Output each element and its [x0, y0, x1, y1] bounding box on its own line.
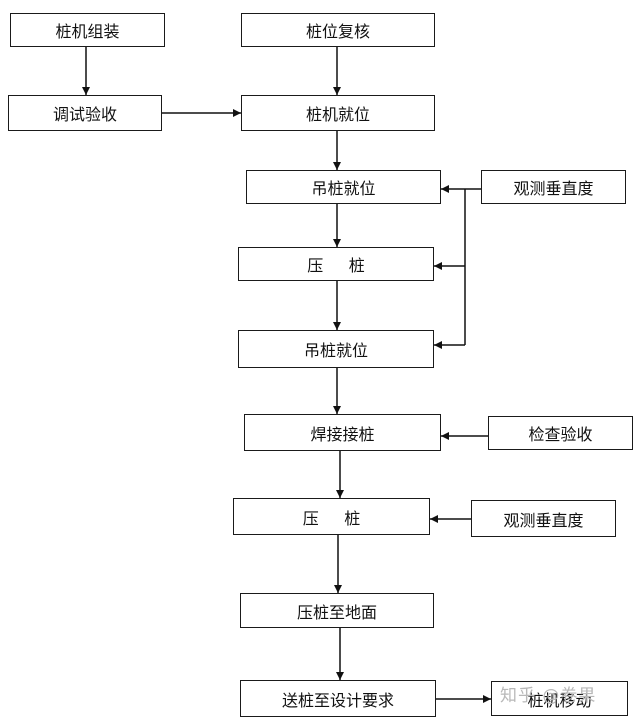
step-lift-pile-in-place-1: 吊桩就位 — [246, 170, 441, 204]
watermark: 知乎 @卷果 — [500, 686, 597, 706]
step-lift-pile-in-place-2: 吊桩就位 — [238, 330, 434, 368]
step-pile-machine-in-place: 桩机就位 — [241, 95, 435, 131]
step-pile-machine-assembly: 桩机组装 — [10, 13, 165, 47]
step-press-pile-to-ground: 压桩至地面 — [240, 593, 434, 628]
step-weld-joint-pile: 焊接接桩 — [244, 414, 441, 451]
check-observe-verticality-1: 观测垂直度 — [481, 170, 626, 204]
step-pile-position-check: 桩位复核 — [241, 13, 435, 47]
check-observe-verticality-2: 观测垂直度 — [471, 500, 616, 537]
step-press-pile-2: 压 桩 — [233, 498, 430, 535]
step-debug-acceptance: 调试验收 — [8, 95, 162, 131]
step-send-pile-to-design: 送桩至设计要求 — [240, 680, 436, 717]
step-press-pile-1: 压 桩 — [238, 247, 434, 281]
check-inspect-acceptance: 检查验收 — [488, 416, 633, 450]
step-pile-machine-move: 桩机移动 — [491, 681, 628, 716]
